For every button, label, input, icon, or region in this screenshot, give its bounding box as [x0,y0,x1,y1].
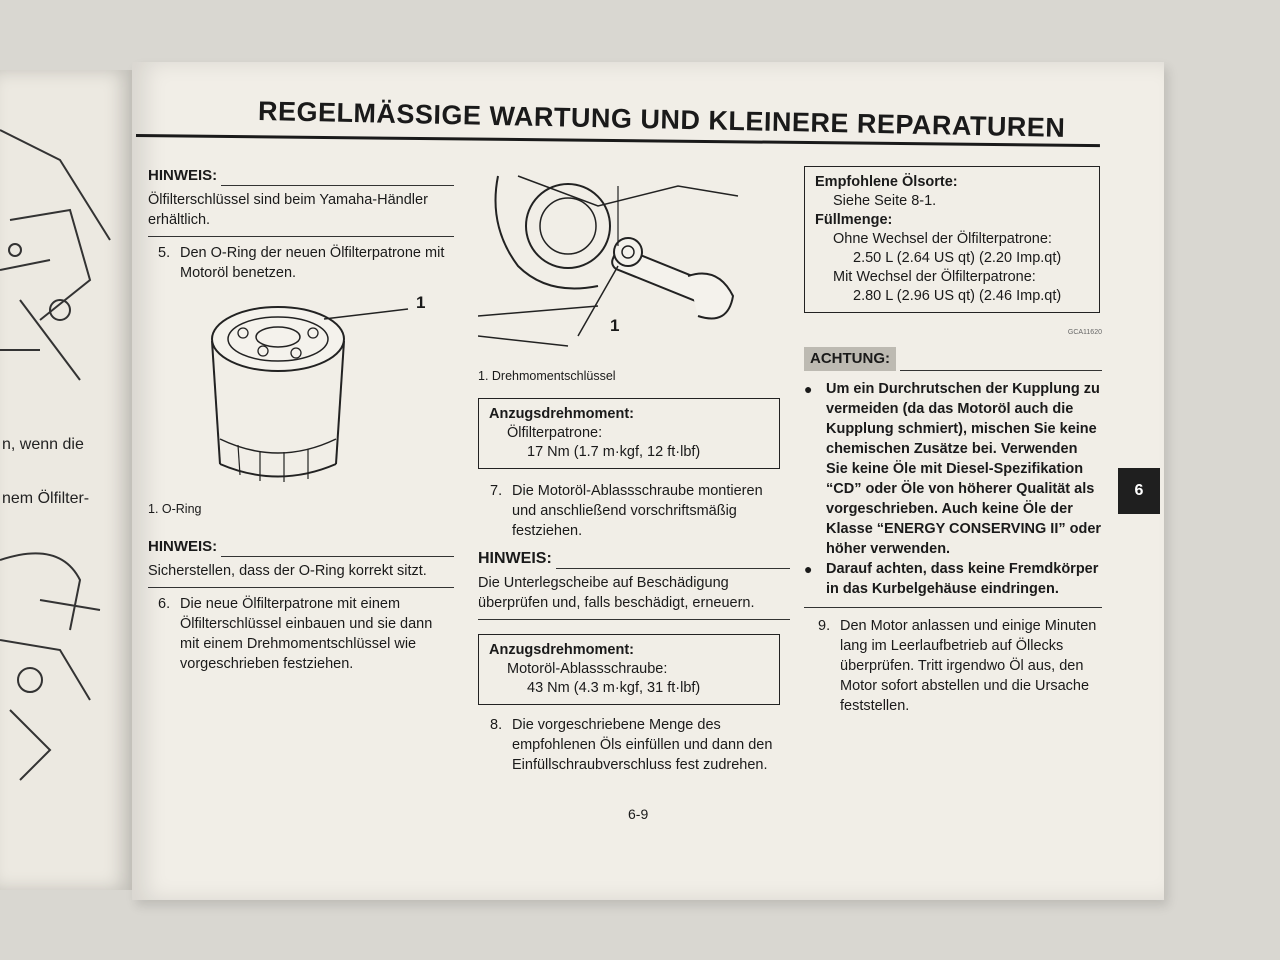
figure-callout-1: 1 [416,293,426,312]
step-text: Den O-Ring der neuen Ölfilterpatrone mit… [180,245,445,281]
figure-callout-2: 1 [610,316,620,335]
hinweis-heading-1: HINWEIS: [148,166,454,186]
achtung-label: ACHTUNG: [804,347,896,371]
step-8: 8. Die vorgeschriebene Menge des empfohl… [478,715,790,775]
step-text: Die vorgeschriebene Menge des empfohlene… [512,717,773,773]
column-1: HINWEIS: Ölfilterschlüssel sind beim Yam… [148,166,454,674]
step-number: 5. [158,245,171,261]
left-page-text-2: nem Ölfilter- [2,490,90,507]
step-number: 8. [490,717,503,733]
step-text: Die Motoröl-Ablassschraube montieren und… [512,483,763,539]
hinweis-text-3: Die Unterlegscheibe auf Beschädigung übe… [478,575,755,611]
fill-quantity-label: Füllmenge: [815,212,893,228]
step-9: 9. Den Motor anlassen und einige Minuten… [804,616,1102,716]
torque-value: 17 Nm (1.7 m·kgf, 12 ft·lbf) [527,444,701,460]
step-5: 5. Den O-Ring der neuen Ölfilterpatrone … [148,243,454,283]
page-number: 6-9 [628,806,649,822]
hinweis-text-1: Ölfilterschlüssel sind beim Yamaha-Händl… [148,192,428,228]
torque-item: Ölfilterpatrone: [507,425,603,441]
step-number: 6. [158,596,171,612]
torque-wrench-figure: 1 [478,166,790,366]
hinweis-label: HINWEIS: [148,538,218,555]
hinweis-text-2: Sicherstellen, dass der O-Ring korrekt s… [148,563,427,579]
bullet-dot-icon: ● [804,381,813,397]
oil-type-value: Siehe Seite 8-1. [833,193,937,209]
torque-spec-box-1: Anzugsdrehmoment: Ölfilterpatrone: 17 Nm… [478,398,780,469]
without-filter-value: 2.50 L (2.64 US qt) (2.20 Imp.qt) [853,250,1062,266]
figure-caption-o-ring: 1. O-Ring [148,502,202,516]
manual-page: REGELMÄSSIGE WARTUNG UND KLEINERE REPARA… [132,62,1164,900]
step-number: 9. [818,618,831,634]
oil-spec-box: Empfohlene Ölsorte: Siehe Seite 8-1. Fül… [804,166,1100,313]
caution-bullet-1: ● Um ein Durchrutschen der Kupplung zu v… [804,379,1102,559]
step-7: 7. Die Motoröl-Ablassschraube montieren … [478,481,790,541]
figure-caption-wrench: 1. Drehmomentschlüssel [478,369,616,383]
without-filter-label: Ohne Wechsel der Ölfilterpatrone: [833,231,1052,247]
oil-type-label: Empfohlene Ölsorte: [815,174,958,190]
reference-code: GCA11620 [1067,329,1102,336]
step-text: Die neue Ölfilterpatrone mit einem Ölfil… [180,596,433,672]
step-6: 6. Die neue Ölfilterpatrone mit einem Öl… [148,594,454,674]
divider [804,607,1102,608]
achtung-heading: ACHTUNG: [804,347,1102,371]
with-filter-value: 2.80 L (2.96 US qt) (2.46 Imp.qt) [853,288,1062,304]
torque-title: Anzugsdrehmoment: [489,406,634,422]
section-tab: 6 [1118,468,1160,514]
step-number: 7. [490,483,503,499]
with-filter-label: Mit Wechsel der Ölfilterpatrone: [833,269,1036,285]
left-page-illustration-bottom [0,552,101,781]
torque-item: Motoröl-Ablassschraube: [507,661,668,677]
caution-bullet-2: ● Darauf achten, dass keine Fremdkörper … [804,559,1102,599]
caution-text: Darauf achten, dass keine Fremdkörper in… [826,561,1099,597]
hinweis-heading-3: HINWEIS: [478,549,790,569]
divider [148,236,454,237]
torque-title: Anzugsdrehmoment: [489,642,634,658]
left-page-text-1: n, wenn die [2,436,84,453]
left-page-edge: n, wenn die nem Ölfilter- [0,70,132,890]
step-text: Den Motor anlassen und einige Minuten la… [840,618,1097,714]
torque-spec-box-2: Anzugsdrehmoment: Motoröl-Ablassschraube… [478,634,780,705]
hinweis-label: HINWEIS: [148,167,218,184]
left-page-illustration-top [0,129,111,381]
torque-wrench-illustration [478,175,739,347]
hinweis-heading-2: HINWEIS: [148,537,454,557]
oil-filter-illustration [211,306,409,482]
column-3: Empfohlene Ölsorte: Siehe Seite 8-1. Fül… [804,166,1102,716]
column-2: 1 1. Drehmomentschlüssel Anzugsdrehmomen… [478,166,790,775]
torque-value: 43 Nm (4.3 m·kgf, 31 ft·lbf) [527,680,701,696]
bullet-dot-icon: ● [804,561,813,577]
o-ring-figure: 1 [148,289,454,499]
divider [148,587,454,588]
divider [478,619,790,620]
hinweis-label: HINWEIS: [478,550,552,567]
caution-text: Um ein Durchrutschen der Kupplung zu ver… [826,381,1102,557]
